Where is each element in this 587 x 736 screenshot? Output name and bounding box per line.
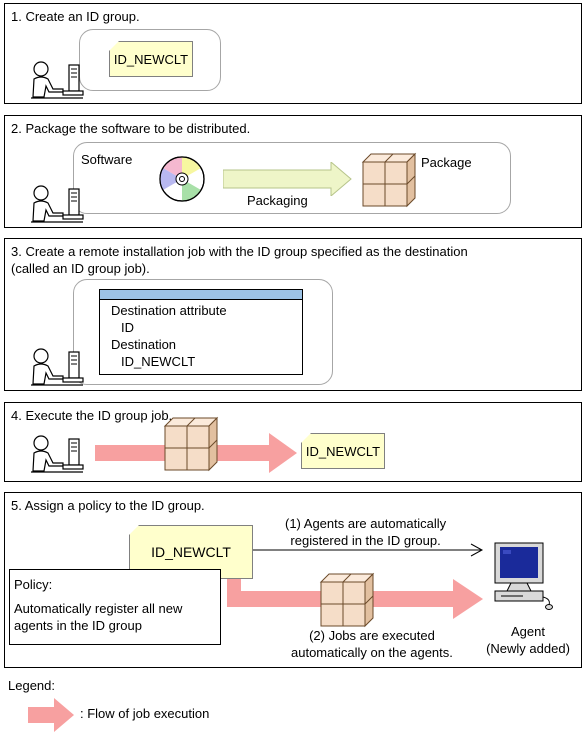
- step-4-panel: 4. Execute the ID group job. ID_NEWCLT: [4, 402, 582, 482]
- dialog-title-bar: [100, 290, 302, 300]
- software-label: Software: [81, 152, 133, 167]
- packaging-label: Packaging: [247, 193, 308, 208]
- step-2-panel: 2. Package the software to be distribute…: [4, 115, 582, 228]
- id-group-tag: ID_NEWCLT: [109, 41, 193, 77]
- destination-attribute-label: Destination attribute: [111, 303, 227, 318]
- destination-attribute-value: ID: [121, 320, 134, 335]
- package-box-icon: [319, 572, 375, 628]
- id-group-tag: ID_NEWCLT: [301, 433, 385, 469]
- user-at-pc-icon: [29, 433, 85, 475]
- user-at-pc-icon: [29, 59, 85, 101]
- policy-text: Automatically register all new agents in…: [14, 601, 183, 633]
- step-2-title: 2. Package the software to be distribute…: [11, 121, 251, 136]
- policy-box: Policy: Automatically register all new a…: [9, 569, 221, 645]
- legend-flow-label: : Flow of job execution: [80, 706, 210, 721]
- packaging-arrow: [223, 162, 353, 196]
- package-box-icon: [361, 152, 417, 208]
- agent-label: Agent (Newly added): [486, 624, 570, 656]
- destination-value: ID_NEWCLT: [121, 354, 196, 369]
- monitor-icon: [491, 541, 555, 613]
- user-at-pc-icon: [29, 183, 85, 225]
- legend-flow-arrow: [28, 698, 76, 732]
- legend-title: Legend:: [8, 678, 55, 693]
- policy-title: Policy:: [14, 577, 53, 592]
- job-execution-note: (2) Jobs are executed automatically on t…: [291, 628, 453, 660]
- registration-note: (1) Agents are automatically registered …: [285, 516, 447, 548]
- destination-label: Destination: [111, 337, 177, 352]
- step-5-panel: 5. Assign a policy to the ID group. ID_N…: [4, 492, 582, 668]
- package-box-icon: [163, 416, 219, 472]
- package-label: Package: [421, 155, 472, 170]
- registration-arrow: [253, 543, 485, 557]
- step-1-panel: 1. Create an ID group. ID_NEWCLT: [4, 3, 582, 104]
- job-definition-dialog: [99, 289, 303, 375]
- step-3-title: 3. Create a remote installation job with…: [11, 244, 468, 276]
- step-3-panel: 3. Create a remote installation job with…: [4, 238, 582, 391]
- step-4-title: 4. Execute the ID group job.: [11, 408, 173, 423]
- user-at-pc-icon: [29, 346, 85, 388]
- cd-rom-icon: [157, 154, 207, 204]
- step-5-title: 5. Assign a policy to the ID group.: [11, 498, 205, 513]
- step-1-title: 1. Create an ID group.: [11, 9, 140, 24]
